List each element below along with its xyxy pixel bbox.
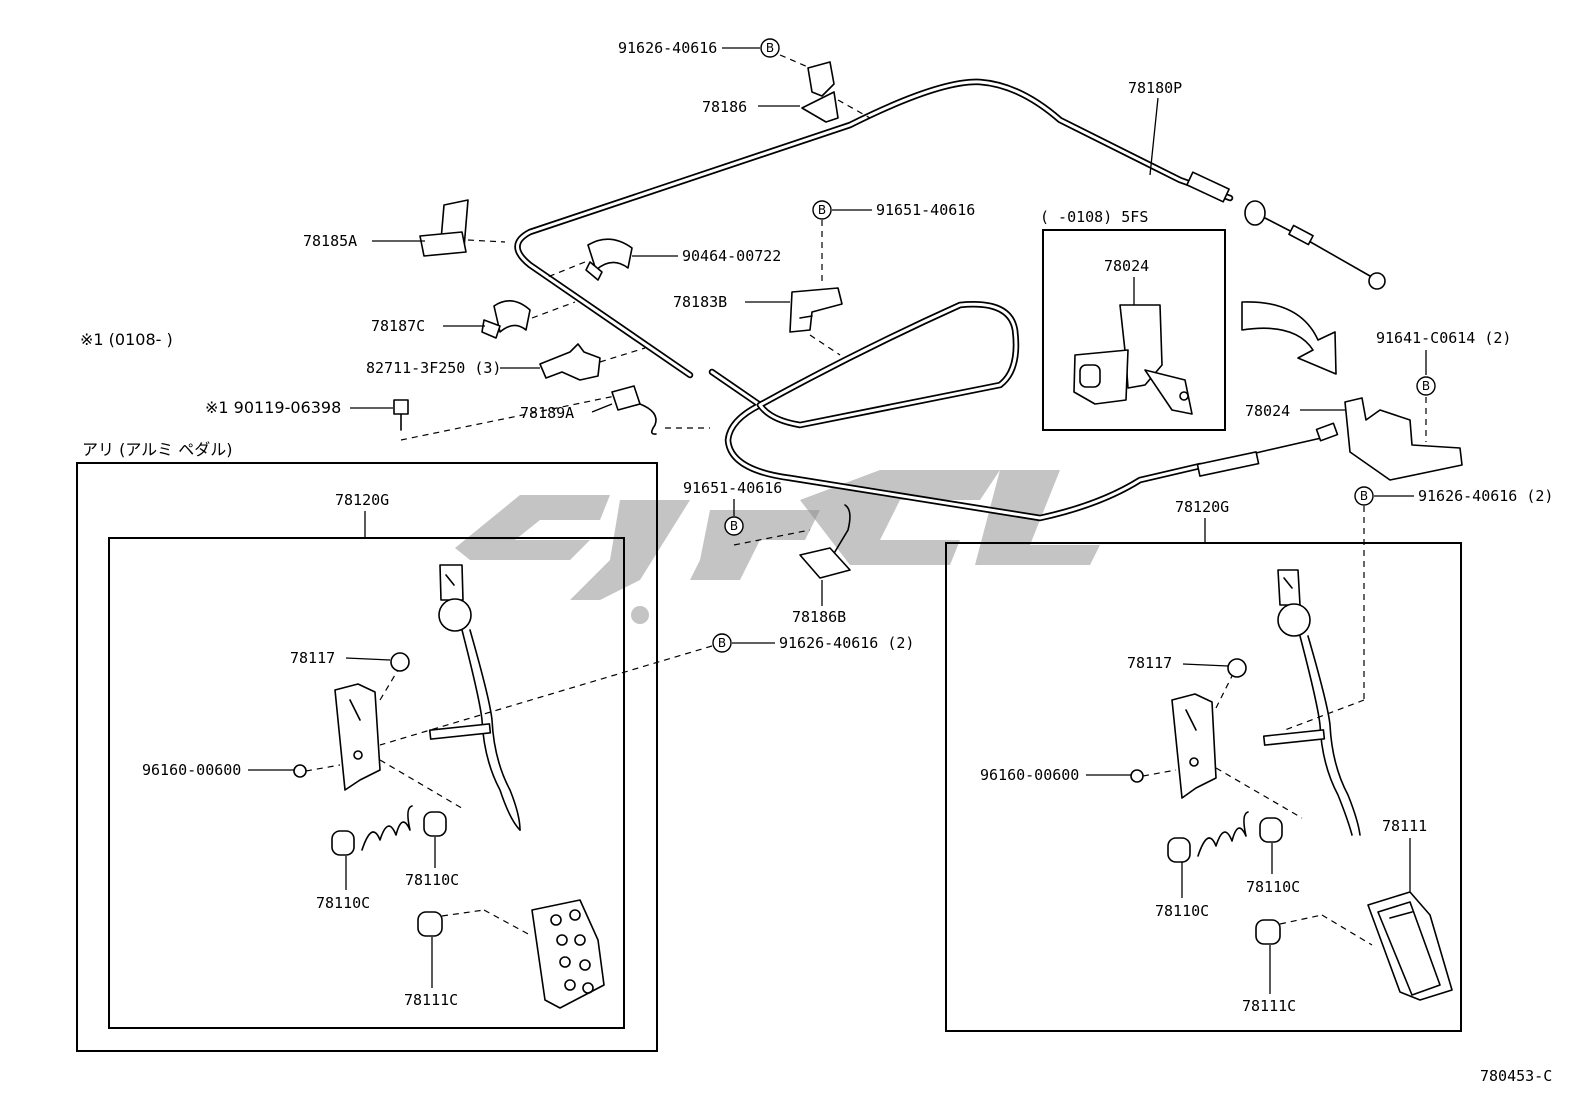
direction-arrow-icon — [1241, 301, 1337, 375]
inset-5fs: ( -0108) 5FS 78024 — [1040, 208, 1226, 431]
bracket-78024: 78024 — [1245, 397, 1463, 481]
bolt-91651-mid: 91651-40616 B — [683, 479, 811, 546]
marker-b: B — [718, 636, 726, 650]
pedal-assembly-right: 78120G 78117 96160-00600 78110C 78110C — [945, 498, 1462, 1032]
bracket-78183b: 78183B — [673, 287, 843, 356]
label-91626-40616-top: 91626-40616 — [618, 39, 717, 57]
bolt-91626-top: 91626-40616 B — [618, 38, 816, 71]
label-78110c-right-a: 78110C — [1246, 878, 1300, 896]
label-91651-40616-mid: 91651-40616 — [683, 479, 782, 497]
accelerator-cable — [514, 78, 1386, 522]
label-91626-40616-mid: 91626-40616 (2) — [779, 634, 914, 652]
marker-b: B — [1422, 379, 1430, 393]
pedal-assembly-left: アリ (アルミ ペダル) 78120G 78117 96160-00600 78… — [76, 440, 658, 1052]
label-78111c-left: 78111C — [404, 991, 458, 1009]
label-91641-c0614: 91641-C0614 (2) — [1376, 329, 1511, 347]
label-91651-40616-top: 91651-40616 — [876, 201, 975, 219]
label-90464-00722: 90464-00722 — [682, 247, 781, 265]
label-78110c-left-b: 78110C — [316, 894, 370, 912]
alum-pedal-header: アリ (アルミ ペダル) — [82, 440, 233, 459]
label-78111: 78111 — [1382, 817, 1427, 835]
clip-82711: 82711-3F250 (3) — [366, 343, 646, 381]
bolt-91641: 91641-C0614 (2) B — [1376, 329, 1511, 442]
label-96160-left: 96160-00600 — [142, 761, 241, 779]
label-78117-right: 78117 — [1127, 654, 1172, 672]
bolt-91626-mid: B 91626-40616 (2) — [379, 633, 914, 746]
label-78180p: 78180P — [1128, 79, 1182, 97]
label-78186b: 78186B — [792, 608, 846, 626]
note-0108: ※1 (0108- ) — [80, 330, 173, 349]
label-78111c-right: 78111C — [1242, 997, 1296, 1015]
label-78187c: 78187C — [371, 317, 425, 335]
bracket-78185a: 78185A — [303, 199, 506, 257]
marker-b: B — [818, 203, 826, 217]
clamp-78187c: 78187C — [371, 300, 576, 339]
bolt-90119: ※1 90119-06398 — [205, 394, 621, 441]
clamp-90464: 90464-00722 — [544, 238, 781, 281]
bolt-91626-right: B 91626-40616 (2) — [1284, 486, 1553, 731]
spring-78189a: 78189A — [520, 385, 710, 435]
label-78185a: 78185A — [303, 232, 357, 250]
watermark-logo — [455, 470, 1100, 624]
inset-header: ( -0108) 5FS — [1040, 208, 1148, 226]
bracket-78186b: 78186B — [792, 504, 851, 626]
label-78120g-right: 78120G — [1175, 498, 1229, 516]
label-91626-40616-right: 91626-40616 (2) — [1418, 487, 1553, 505]
label-78117-left: 78117 — [290, 649, 335, 667]
label-96160-right: 96160-00600 — [980, 766, 1079, 784]
label-78183b: 78183B — [673, 293, 727, 311]
marker-b: B — [766, 41, 774, 55]
label-78110c-right-b: 78110C — [1155, 902, 1209, 920]
label-82711-3f250: 82711-3F250 (3) — [366, 359, 501, 377]
bracket-78186: 78186 — [702, 61, 871, 123]
label-78120g-left: 78120G — [335, 491, 389, 509]
label-78024: 78024 — [1245, 402, 1290, 420]
label-90119-06398: ※1 90119-06398 — [205, 398, 341, 417]
bolt-91651-top: B 91651-40616 — [812, 200, 975, 285]
marker-b: B — [1360, 489, 1368, 503]
marker-b: B — [730, 519, 738, 533]
label-78189a: 78189A — [520, 404, 574, 422]
cable-78180p: 78180P — [1128, 79, 1182, 176]
label-78110c-left-a: 78110C — [405, 871, 459, 889]
label-78186: 78186 — [702, 98, 747, 116]
label-78024-inset: 78024 — [1104, 257, 1149, 275]
diagram-code: 780453-C — [1480, 1067, 1552, 1085]
